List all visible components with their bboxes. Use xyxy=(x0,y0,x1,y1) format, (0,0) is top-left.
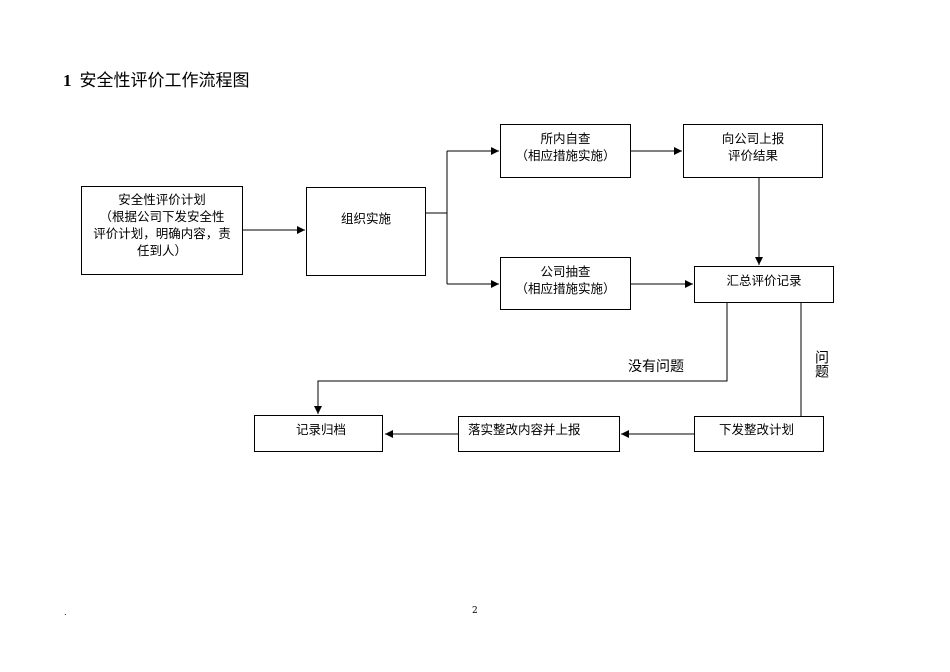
node-text: （相应措施实施） xyxy=(515,281,616,296)
node-company-check: 公司抽查 （相应措施实施） xyxy=(500,257,631,310)
node-self-check: 所内自查 （相应措施实施） xyxy=(500,124,631,178)
node-organize: 组织实施 xyxy=(306,187,426,276)
node-text: 下发整改计划 xyxy=(719,422,795,437)
edge-label-problem: 问题 xyxy=(813,350,829,378)
node-text: 任到人） xyxy=(136,243,187,258)
line-organize-split xyxy=(425,151,448,214)
node-text: 评价结果 xyxy=(727,148,778,163)
node-text: 所内自查 xyxy=(540,131,591,146)
node-rectify-report: 落实整改内容并上报 xyxy=(458,416,620,452)
page-title: 1 安全性评价工作流程图 xyxy=(63,66,250,91)
node-report-up: 向公司上报 评价结果 xyxy=(683,124,823,178)
node-text: （相应措施实施） xyxy=(515,148,616,163)
node-text: 公司抽查 xyxy=(540,264,591,279)
node-text: 记录归档 xyxy=(296,422,347,437)
section-number: 1 xyxy=(63,71,72,90)
node-evaluation-plan: 安全性评价计划 （根据公司下发安全性 评价计划，明确内容，责 任到人） xyxy=(81,186,243,275)
edge-label-no-problem: 没有问题 xyxy=(628,359,684,375)
node-text: 落实整改内容并上报 xyxy=(468,422,581,437)
node-issue-plan: 下发整改计划 xyxy=(694,416,824,452)
section-title: 安全性评价工作流程图 xyxy=(79,71,250,91)
arrow-no-problem-to-archive xyxy=(314,302,728,414)
page-number: 2 xyxy=(472,606,478,616)
node-summary: 汇总评价记录 xyxy=(694,266,834,303)
footer-mark: . xyxy=(64,608,67,617)
node-text: 安全性评价计划 xyxy=(118,192,206,207)
node-text: （根据公司下发安全性 xyxy=(99,209,225,224)
node-text: 汇总评价记录 xyxy=(726,273,802,288)
node-text: 组织实施 xyxy=(340,211,391,226)
node-archive: 记录归档 xyxy=(254,415,383,452)
node-text: 向公司上报 xyxy=(721,131,785,146)
node-text: 评价计划，明确内容，责 xyxy=(93,226,231,241)
